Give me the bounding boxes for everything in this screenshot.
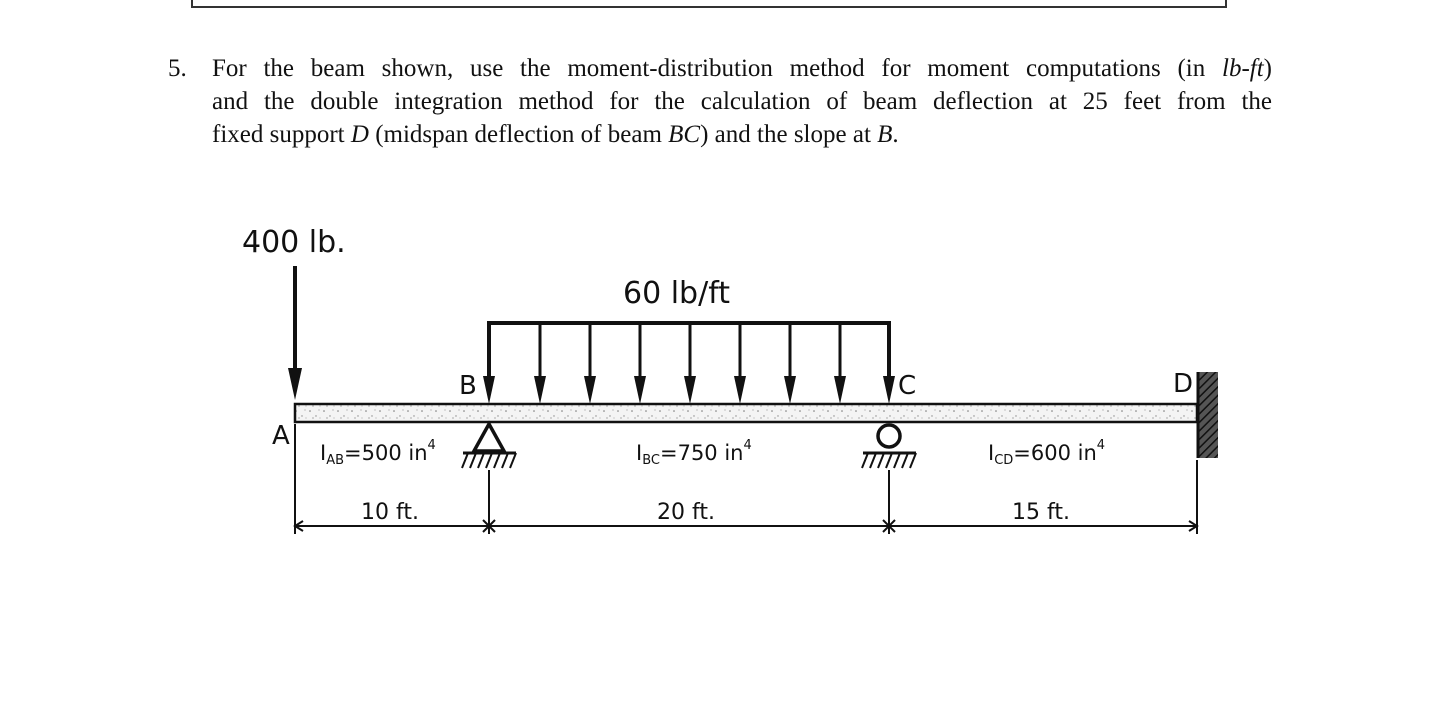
point-label-c: C — [898, 371, 916, 401]
load-arrow — [834, 323, 846, 404]
distributed-load-arrows — [483, 323, 895, 404]
inertia-cd-symbol: I — [988, 441, 994, 465]
beam — [293, 402, 1199, 424]
pin-support-b — [461, 420, 517, 469]
beam-bc-ref: BC — [668, 121, 701, 148]
point-label-a: A — [272, 421, 290, 451]
point-label-d: D — [1173, 369, 1193, 399]
inertia-bc-value: =750 in — [660, 441, 744, 465]
inertia-bc: IBC=750 in4 — [636, 438, 752, 468]
inertia-cd-exponent: 4 — [1097, 438, 1105, 453]
problem-line-1: For the beam shown, use the moment-distr… — [212, 52, 1272, 85]
dimension-lines — [293, 424, 1199, 534]
line1-b: ) — [1263, 55, 1272, 82]
inertia-cd-value: =600 in — [1013, 441, 1097, 465]
inertia-cd-subscript: CD — [994, 453, 1013, 468]
roller-support-c — [861, 423, 917, 469]
problem-number: 5. — [168, 55, 187, 82]
line3-end: . — [892, 121, 899, 148]
line3-a: fixed support — [212, 121, 351, 148]
problem-line-3: fixed support D (midspan deflection of b… — [212, 118, 1272, 151]
inertia-ab-symbol: I — [320, 441, 326, 465]
problem-text: For the beam shown, use the moment-distr… — [212, 52, 1272, 151]
load-arrow — [483, 323, 495, 404]
inertia-ab-subscript: AB — [326, 453, 344, 468]
problem-line-2: and the double integration method for th… — [212, 88, 1272, 115]
line3-c: ) and the slope at — [700, 121, 878, 148]
inertia-bc-subscript: BC — [642, 453, 660, 468]
point-load-label: 400 lb. — [242, 225, 346, 260]
unit-lbft: lb-ft — [1222, 55, 1264, 82]
inertia-ab-exponent: 4 — [428, 438, 436, 453]
load-arrow — [584, 323, 596, 404]
inertia-cd: ICD=600 in4 — [988, 438, 1105, 468]
distributed-load-label: 60 lb/ft — [623, 276, 730, 311]
load-arrow — [534, 323, 546, 404]
load-arrow — [883, 323, 895, 404]
point-load-arrow — [288, 266, 302, 400]
point-d-ref: D — [350, 121, 369, 148]
inertia-ab: IAB=500 in4 — [320, 438, 436, 468]
top-dimension-line — [191, 0, 1227, 8]
span-ab-length: 10 ft. — [361, 500, 419, 525]
line1-a: For the beam shown, use the moment-distr… — [212, 55, 1222, 82]
span-bc-length: 20 ft. — [657, 500, 715, 525]
fixed-support-d — [1196, 372, 1218, 458]
point-label-b: B — [459, 371, 477, 401]
point-b-ref: B — [877, 121, 893, 148]
load-arrow — [684, 323, 696, 404]
load-arrow — [734, 323, 746, 404]
inertia-bc-symbol: I — [636, 441, 642, 465]
inertia-bc-exponent: 4 — [743, 438, 751, 453]
load-arrow — [634, 323, 646, 404]
load-arrow — [784, 323, 796, 404]
inertia-ab-value: =500 in — [344, 441, 428, 465]
line3-b: (midspan deflection of beam — [368, 121, 669, 148]
span-cd-length: 15 ft. — [1012, 500, 1070, 525]
